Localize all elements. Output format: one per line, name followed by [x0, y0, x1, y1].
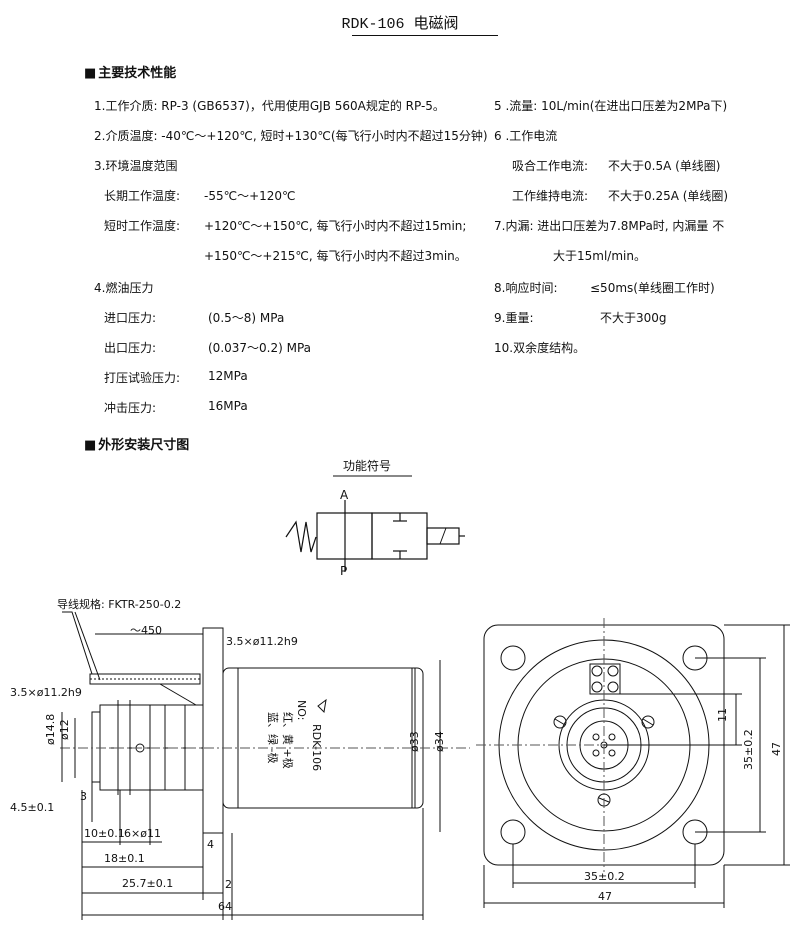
spec-response-label: 8.响应时间: [494, 281, 558, 295]
spec-pull-value: 不大于0.5A (单线圈) [608, 159, 721, 173]
spec-hold-value: 不大于0.25A (单线圈) [608, 189, 729, 203]
valve-body [222, 667, 424, 809]
spec-pull-label: 吸合工作电流: [512, 159, 589, 173]
spec-flow: 5 .流量: 10L/min(在进出口压差为2MPa下) [494, 99, 728, 113]
section-dimension-drawing: 外形安装尺寸图 [84, 434, 189, 453]
dim-35h-label: 35±0.2 [584, 870, 625, 883]
section-main-performance: 主要技术性能 [84, 62, 176, 81]
spec-response-value: ≤50ms(单线圈工作时) [590, 281, 715, 295]
spec-medium-temp: 2.介质温度: -40℃～+120℃, 短时+130℃(每飞行小时内不超过15分… [94, 129, 488, 143]
spec-fuel-pressure: 4.燃油压力 [94, 281, 154, 295]
spec-impact-value: 16MPa [208, 399, 248, 413]
spec-short-temp-label: 短时工作温度: [104, 219, 181, 233]
spec-redundancy: 10.双余度结构。 [494, 341, 586, 355]
left-hole-label: 3.5×ø11.2h9 [10, 686, 82, 699]
spec-medium: 1.工作介质: RP-3 (GB6537)，代用使用GJB 560A规定的 RP… [94, 99, 445, 113]
spec-test-label: 打压试验压力: [104, 371, 181, 385]
port-p-label: P [340, 564, 348, 578]
dim-45-label: 4.5±0.1 [10, 801, 55, 814]
spec-current: 6 .工作电流 [494, 129, 558, 143]
spec-outlet-value: (0.037～0.2) MPa [208, 341, 312, 355]
spec-short-temp-value: +120℃～+150℃, 每飞行小时内不超过15min; [204, 219, 467, 233]
spec-hold-label: 工作维持电流: [512, 189, 589, 203]
dim-47v-label: 47 [770, 742, 783, 756]
flange-hole-label: 3.5×ø11.2h9 [226, 635, 298, 648]
symbol-caption: 功能符号 [343, 459, 392, 473]
mount-hole-bl [500, 819, 526, 845]
spec-weight-label: 9.重量: [494, 311, 534, 325]
dim-11-label: 11 [716, 708, 729, 722]
spec-inlet-label: 进口压力: [104, 311, 157, 325]
spec-impact-label: 冲击压力: [104, 401, 157, 415]
title-underline [352, 35, 498, 36]
spec-test-value: 12MPa [208, 369, 248, 383]
port-a-label: A [340, 488, 349, 502]
dim-64-label: 64 [218, 900, 232, 913]
dim-35v-label: 35±0.2 [742, 729, 755, 770]
dim-4-label: 4 [207, 838, 214, 851]
spec-long-temp-value: -55℃～+120℃ [204, 189, 296, 203]
wire-length-label: ～450 [130, 624, 162, 637]
page-title: RDK-106 电磁阀 [341, 16, 459, 33]
spec-weight-value: 不大于300g [600, 311, 667, 325]
spec-leak-2: 大于15ml/min。 [553, 249, 646, 263]
dim-257-label: 25.7±0.1 [122, 877, 174, 890]
logo-icon [317, 698, 327, 714]
dim-3-label: 3 [80, 790, 87, 803]
mount-hole-tl [500, 645, 526, 671]
dim-2-label: 2 [225, 878, 232, 891]
dim-6x11-label: 6×ø11 [124, 827, 161, 840]
spring-icon [285, 520, 317, 553]
spec-leak: 7.内漏: 进出口压差为7.8MPa时, 内漏量 不 [494, 219, 725, 233]
dim-18-label: 18±0.1 [104, 852, 145, 865]
screw-icon-right [641, 715, 655, 729]
terminal-block [589, 663, 621, 695]
screw-icon-left [553, 715, 567, 729]
dim-47h-label: 47 [598, 890, 612, 903]
spec-outlet-label: 出口压力: [104, 341, 157, 355]
spec-env-temp: 3.环境温度范围 [94, 159, 178, 173]
spec-long-temp-label: 长期工作温度: [104, 189, 181, 203]
dim-10-label: 10±0.1 [84, 827, 125, 840]
spec-short-temp-value-2: +150℃～+215℃, 每飞行小时内不超过3min。 [204, 249, 467, 263]
spec-inlet-value: (0.5～8) MPa [208, 311, 285, 325]
wire-spec-label: 导线规格: FKTR-250-0.2 [57, 598, 182, 611]
